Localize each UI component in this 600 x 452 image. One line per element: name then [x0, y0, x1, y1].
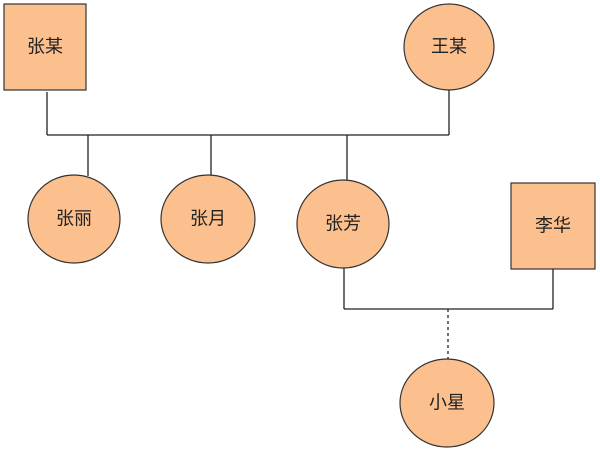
square-zhang-mou — [3, 3, 87, 91]
label-zhang-li: 张丽 — [56, 209, 92, 230]
label-wang-mou: 王某 — [431, 37, 467, 58]
label-zhang-yue: 张月 — [190, 209, 226, 230]
person-li-hua: 李华 — [510, 182, 596, 270]
circle-zhang-li — [27, 174, 121, 264]
person-wang-mou: 王某 — [403, 3, 495, 91]
person-xiao-xing: 小星 — [399, 358, 495, 448]
square-li-hua — [510, 182, 596, 270]
label-zhang-fang: 张芳 — [325, 214, 361, 235]
label-li-hua: 李华 — [535, 216, 571, 237]
person-zhang-yue: 张月 — [160, 174, 256, 264]
person-zhang-mou: 张某 — [3, 3, 87, 91]
person-zhang-fang: 张芳 — [296, 179, 390, 269]
circle-xiao-xing — [399, 358, 495, 448]
label-xiao-xing: 小星 — [429, 393, 465, 414]
person-zhang-li: 张丽 — [27, 174, 121, 264]
circle-wang-mou — [403, 3, 495, 91]
circle-zhang-yue — [160, 174, 256, 264]
circle-zhang-fang — [296, 179, 390, 269]
label-zhang-mou: 张某 — [27, 37, 63, 58]
